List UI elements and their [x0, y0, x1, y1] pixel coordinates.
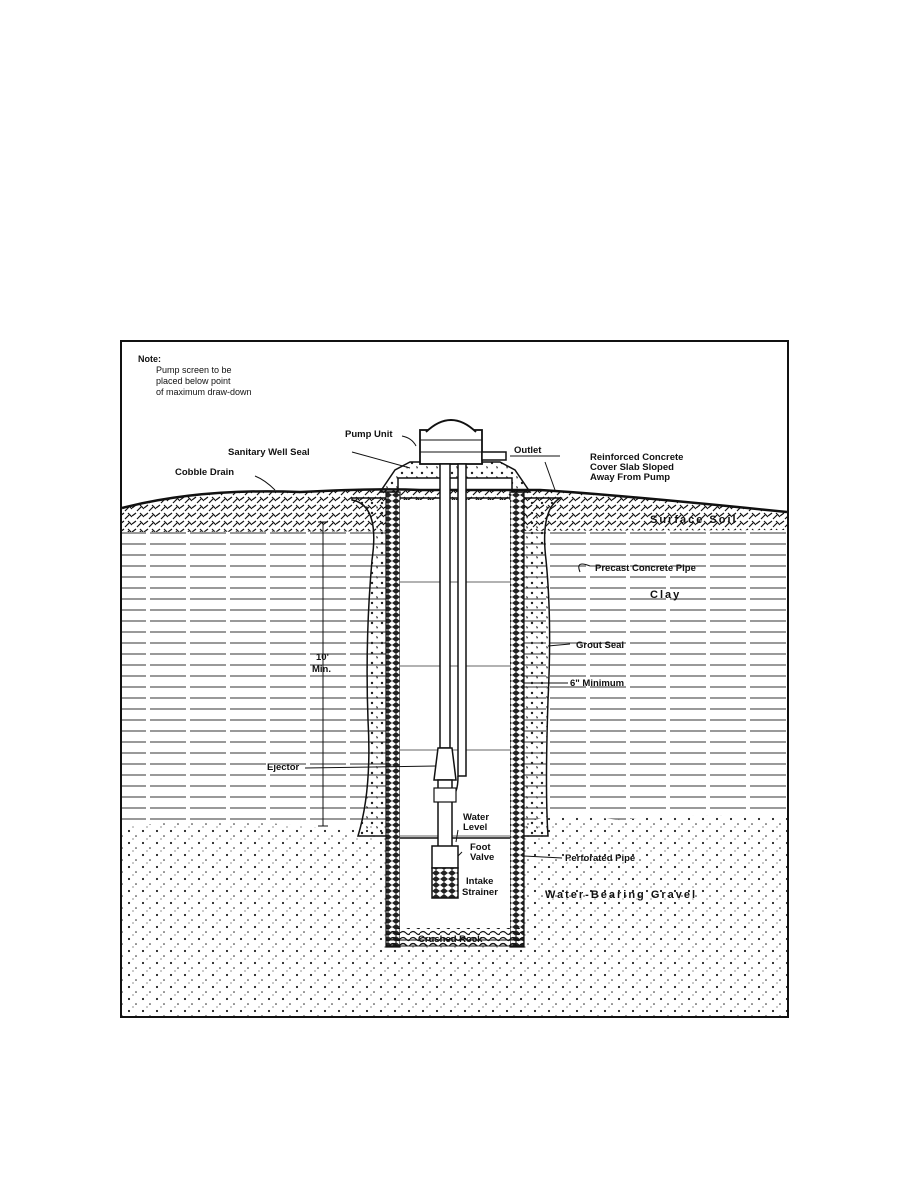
label-precast-pipe: Precast Concrete Pipe — [595, 563, 696, 574]
leader-lines — [254, 435, 591, 859]
outlet-pipe — [481, 451, 507, 461]
label-cover-slab-2: Cover Slab Sloped — [590, 462, 674, 473]
label-10-ft: 10' — [316, 652, 329, 663]
label-pump-unit: Pump Unit — [345, 429, 393, 440]
label-intake-1: Intake — [466, 876, 493, 887]
note-line-2: placed below point — [156, 376, 231, 386]
label-intake-2: Strainer — [462, 887, 498, 898]
label-perforated-pipe: Perforated Pipe — [565, 853, 635, 864]
label-6-minimum: 6" Minimum — [570, 678, 624, 689]
label-surface-soil: Surface Soil — [650, 514, 738, 526]
label-foot-valve-1: Foot — [470, 842, 491, 853]
label-cover-slab-3: Away From Pump — [590, 472, 670, 483]
foot-valve — [431, 845, 459, 869]
label-min: Min. — [312, 664, 331, 675]
intake-strainer — [431, 867, 459, 899]
ejector — [433, 747, 457, 781]
note-line-1: Pump screen to be — [156, 365, 232, 375]
label-cover-slab-1: Reinforced Concrete — [590, 452, 683, 463]
label-water-level-1: Water — [463, 812, 489, 823]
note-heading: Note: — [138, 354, 161, 364]
label-crushed-rock: Crushed Rock — [418, 934, 483, 945]
label-gravel: Water-Bearing Gravel — [545, 889, 697, 901]
label-clay: Clay — [650, 589, 681, 601]
label-water-level-2: Level — [463, 822, 487, 833]
label-cobble-drain: Cobble Drain — [175, 467, 234, 478]
pipe-wall-left — [385, 491, 401, 948]
pipe-wall-right — [509, 491, 525, 948]
label-grout-seal: Grout Seal — [576, 640, 624, 651]
label-foot-valve-2: Valve — [470, 852, 494, 863]
label-outlet: Outlet — [514, 445, 542, 456]
pump-unit — [419, 429, 483, 465]
note-line-3: of maximum draw-down — [156, 387, 252, 397]
cover-slab — [378, 461, 532, 493]
note-block: Note: Pump screen to be placed below poi… — [138, 354, 252, 398]
drop-pipe-left — [439, 463, 451, 749]
pump-dome — [425, 419, 477, 433]
drop-pipe-right — [457, 463, 467, 777]
label-sanitary-well-seal: Sanitary Well Seal — [228, 447, 310, 458]
label-ejector: Ejector — [267, 762, 300, 773]
crushed-rock — [386, 928, 524, 946]
